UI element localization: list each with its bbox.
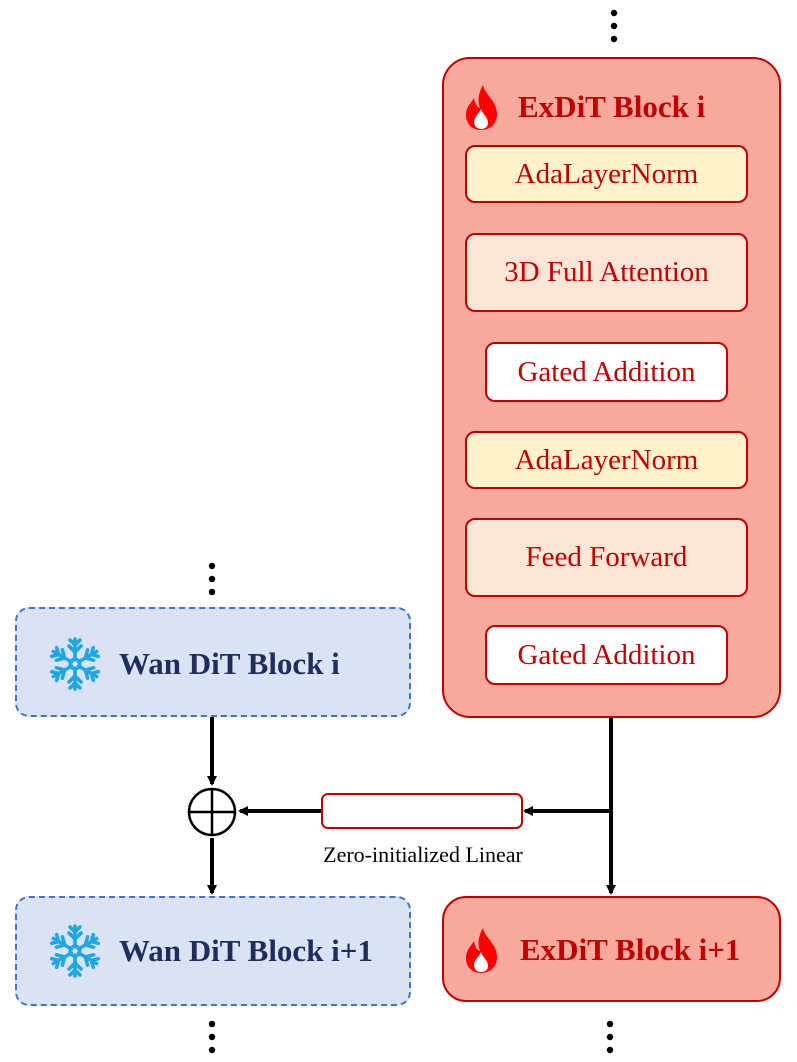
vertical-ellipsis-icon: [606, 1020, 614, 1054]
flame-icon: [466, 85, 497, 130]
wan-dit-block-next-title: Wan DiT Block i+1: [47, 923, 373, 979]
gated-addition-layer-1: Gated Addition: [485, 342, 728, 402]
adalayernorm-layer-2: AdaLayerNorm: [465, 431, 748, 489]
gated-addition-layer-2: Gated Addition: [485, 625, 728, 685]
zero-initialized-linear-label: Zero-initialized Linear: [323, 842, 523, 867]
vertical-ellipsis-icon: [208, 562, 216, 596]
vertical-ellipsis-icon: [208, 1020, 216, 1054]
snowflake-icon: [49, 637, 101, 691]
wan-dit-block-next-title-text: Wan DiT Block i+1: [119, 933, 373, 968]
full-attention-layer: 3D Full Attention: [465, 233, 748, 312]
snowflake-icon: [49, 924, 101, 978]
exdit-block-next: [442, 896, 781, 1002]
flame-icon: [466, 928, 497, 973]
exdit-block-next-title-text: ExDiT Block i+1: [520, 932, 741, 967]
exdit-block-next-title: ExDiT Block i+1: [462, 925, 740, 975]
zero-initialized-linear: [321, 793, 523, 829]
adalayernorm-layer-1: AdaLayerNorm: [465, 145, 748, 203]
exdit-block-title-text: ExDiT Block i: [518, 89, 706, 124]
feed-forward-layer: Feed Forward: [465, 518, 748, 597]
exdit-block-title: ExDiT Block i: [462, 82, 705, 132]
wan-dit-block-title-text: Wan DiT Block i: [119, 646, 340, 681]
wan-dit-block-title: Wan DiT Block i: [47, 636, 340, 692]
vertical-ellipsis-icon: [610, 9, 618, 43]
circled-plus-icon: [187, 787, 237, 837]
